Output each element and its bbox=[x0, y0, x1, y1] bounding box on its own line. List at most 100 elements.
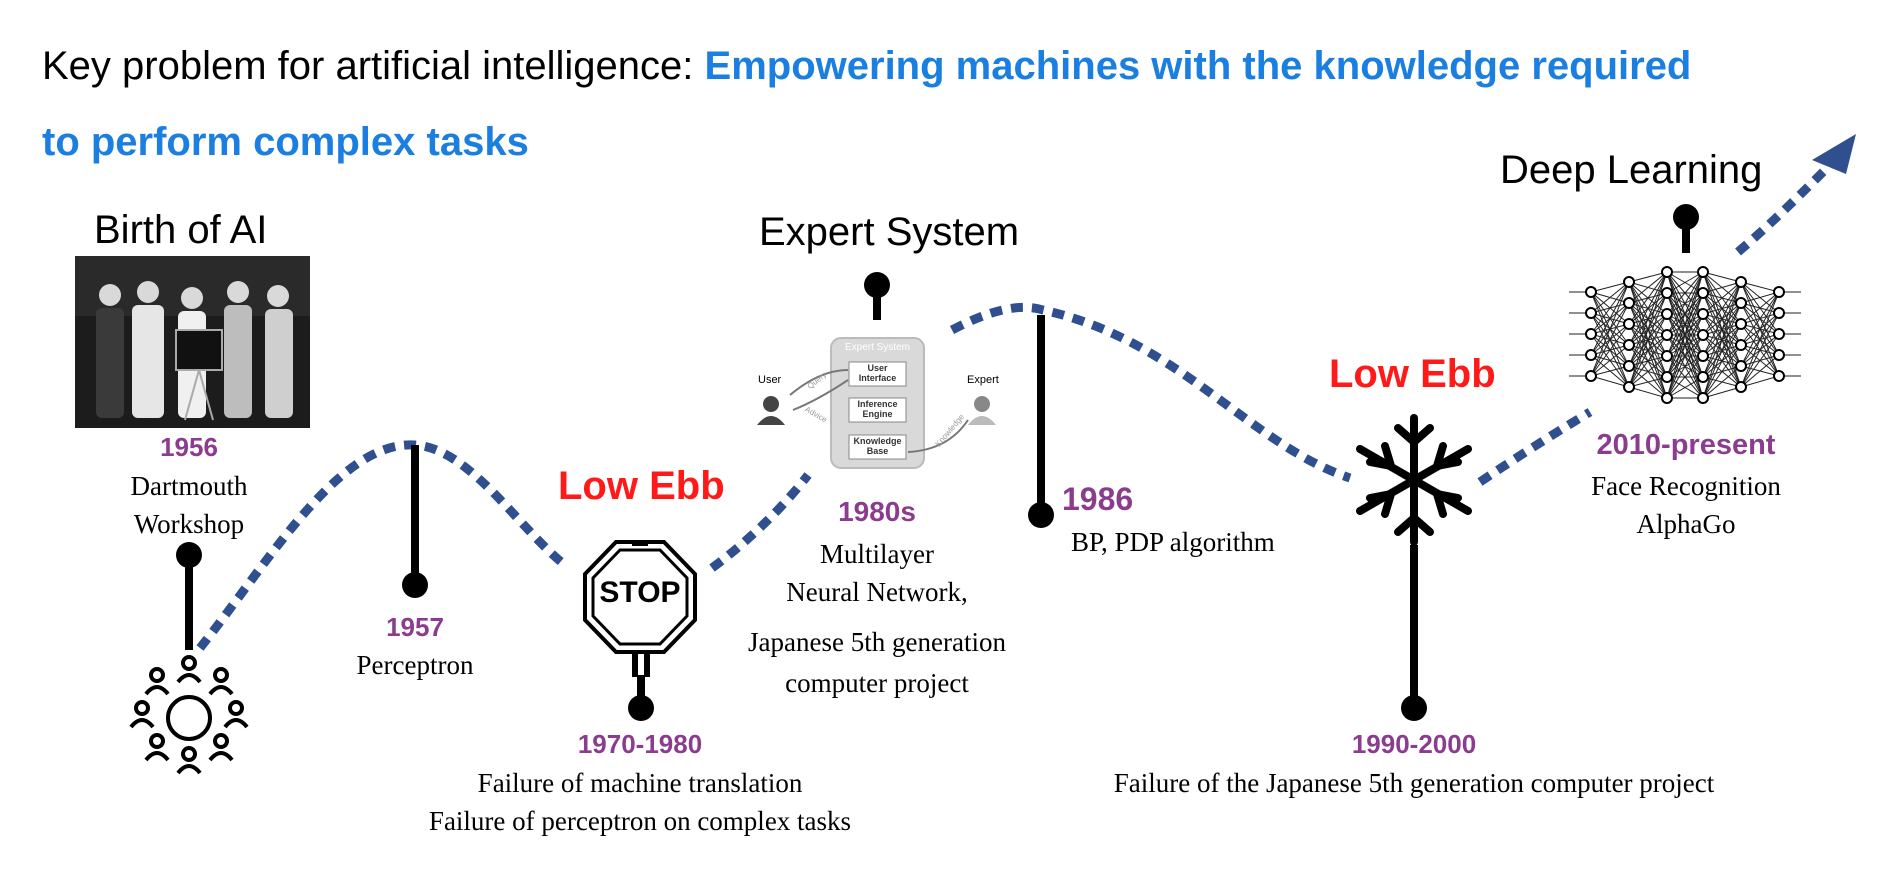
slide-title-line-1: Key problem for artificial intelligence:… bbox=[42, 44, 1691, 89]
event-1980-line3: Japanese 5th generation bbox=[748, 627, 1006, 657]
nn-node bbox=[1735, 381, 1747, 393]
nn-node bbox=[1697, 392, 1709, 404]
pin-stems bbox=[185, 217, 1690, 708]
pin-1957 bbox=[402, 572, 428, 598]
low-ebb-label-2: Low Ebb bbox=[1329, 352, 1496, 396]
title-prefix: Key problem for artificial intelligence: bbox=[42, 44, 705, 88]
nn-node bbox=[1773, 349, 1785, 361]
pin-1970 bbox=[628, 695, 654, 721]
nn-node bbox=[1661, 329, 1673, 341]
expert-diagram-box2: Inference Engine bbox=[857, 399, 898, 419]
era-birth-of-ai: Birth of AI bbox=[94, 208, 268, 252]
nn-node bbox=[1773, 286, 1785, 298]
neural-network-icon bbox=[1569, 266, 1801, 404]
nn-node bbox=[1735, 297, 1747, 309]
nn-node bbox=[1735, 318, 1747, 330]
stop-sign-icon bbox=[583, 540, 697, 677]
nn-node bbox=[1697, 371, 1709, 383]
nn-node bbox=[1773, 307, 1785, 319]
event-1990-line1: Failure of the Japanese 5th generation c… bbox=[1113, 768, 1715, 798]
pin-2010 bbox=[1673, 204, 1699, 230]
nn-node bbox=[1661, 308, 1673, 320]
pin-heads bbox=[176, 204, 1699, 721]
pin-1986 bbox=[1028, 502, 1054, 528]
year-1990-2000: 1990-2000 bbox=[1351, 729, 1477, 759]
event-1956-desc: Dartmouth Workshop bbox=[89, 467, 289, 543]
event-2010-line2: AlphaGo bbox=[1636, 509, 1736, 539]
curve-rise-2 bbox=[709, 472, 812, 572]
event-1980-line1: Multilayer bbox=[820, 539, 934, 569]
curve-rise-3 bbox=[1477, 408, 1593, 486]
dartmouth-photo bbox=[75, 256, 310, 428]
curve-rise-1 bbox=[196, 440, 568, 651]
pin-1956 bbox=[176, 542, 202, 568]
nn-node bbox=[1661, 266, 1673, 278]
nn-node bbox=[1623, 360, 1635, 372]
nn-node bbox=[1623, 339, 1635, 351]
event-1957-line1: Perceptron bbox=[356, 650, 474, 680]
event-1980-desc-a: Multilayer Neural Network, bbox=[727, 535, 1027, 611]
curve-peak-1986 bbox=[949, 302, 1352, 483]
nn-node bbox=[1661, 287, 1673, 299]
nn-node bbox=[1661, 392, 1673, 404]
year-1980s: 1980s bbox=[838, 496, 916, 527]
event-1970-line1: Failure of machine translation bbox=[477, 768, 803, 798]
snowflake-icon bbox=[1356, 414, 1472, 546]
person-glyphs bbox=[129, 655, 249, 775]
nn-node bbox=[1623, 381, 1635, 393]
expert-system-diagram bbox=[757, 337, 996, 469]
expert-diagram-user: User bbox=[758, 374, 782, 386]
title-highlight-1: Empowering machines with the knowledge r… bbox=[704, 44, 1692, 88]
year-1956: 1956 bbox=[160, 432, 218, 462]
nn-node bbox=[1735, 339, 1747, 351]
nn-node bbox=[1585, 307, 1597, 319]
year-1957: 1957 bbox=[386, 612, 444, 642]
expert-diagram-title: Expert System bbox=[844, 342, 911, 353]
nn-node bbox=[1661, 350, 1673, 362]
era-expert-system: Expert System bbox=[759, 210, 1020, 254]
title-highlight-2: to perform complex tasks bbox=[42, 120, 529, 164]
year-2010-present: 2010-present bbox=[1596, 429, 1776, 461]
nn-node bbox=[1773, 370, 1785, 382]
expert-diagram-box3: Knowledge Base bbox=[853, 436, 902, 456]
event-1980-desc-b: Japanese 5th generation computer project bbox=[702, 622, 1052, 704]
event-1980-line2: Neural Network, bbox=[786, 577, 968, 607]
nn-node bbox=[1585, 328, 1597, 340]
expert-diagram-box1: User Interface bbox=[858, 363, 897, 383]
pin-1980 bbox=[864, 272, 890, 298]
nn-node bbox=[1623, 318, 1635, 330]
curve-arrowhead bbox=[1812, 134, 1856, 174]
era-deep-learning: Deep Learning bbox=[1500, 148, 1763, 192]
nn-node bbox=[1585, 370, 1597, 382]
low-ebb-label-1: Low Ebb bbox=[558, 464, 725, 508]
event-1980-line4: computer project bbox=[785, 668, 969, 698]
nn-node bbox=[1735, 360, 1747, 372]
event-2010-desc: Face Recognition AlphaGo bbox=[1536, 467, 1836, 543]
event-1970-line2: Failure of perceptron on complex tasks bbox=[428, 806, 852, 836]
curve-rise-4 bbox=[1735, 161, 1834, 256]
nn-node bbox=[1697, 350, 1709, 362]
event-1956-line1: Dartmouth bbox=[130, 471, 248, 501]
expert-diagram-expert: Expert bbox=[967, 374, 999, 386]
nn-node bbox=[1585, 349, 1597, 361]
event-1970-desc: Failure of machine translation Failure o… bbox=[340, 764, 940, 840]
nn-node bbox=[1697, 329, 1709, 341]
nn-node bbox=[1623, 297, 1635, 309]
event-2010-line1: Face Recognition bbox=[1591, 471, 1781, 501]
nn-node bbox=[1773, 328, 1785, 340]
stop-sign-text: STOP bbox=[599, 576, 681, 609]
nn-node bbox=[1623, 276, 1635, 288]
event-1986-line1: BP, PDP algorithm bbox=[1071, 527, 1275, 557]
nn-node bbox=[1585, 286, 1597, 298]
year-1986: 1986 bbox=[1062, 481, 1134, 517]
timeline-curve bbox=[196, 161, 1834, 651]
nn-node bbox=[1661, 371, 1673, 383]
event-1956-line2: Workshop bbox=[133, 509, 245, 539]
nn-node bbox=[1697, 266, 1709, 278]
pin-1990 bbox=[1401, 695, 1427, 721]
people-circle-icon bbox=[129, 655, 249, 775]
nn-node bbox=[1735, 276, 1747, 288]
nn-node bbox=[1697, 308, 1709, 320]
